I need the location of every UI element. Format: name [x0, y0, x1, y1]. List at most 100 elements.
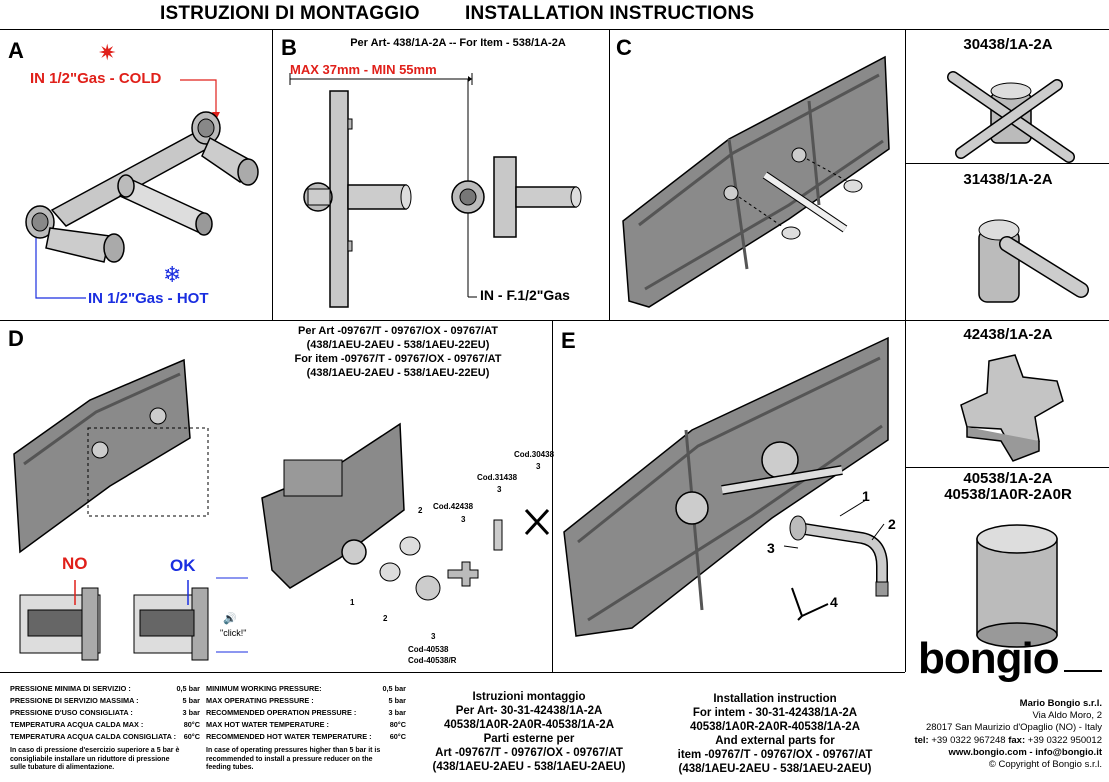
- footer-en-line: For intem - 30-31-42438/1A-2A: [692, 707, 858, 719]
- spec-en-label: RECOMMENDED OPERATION PRESSURE :: [206, 708, 357, 717]
- spec-it-value: 3 bar: [182, 708, 200, 717]
- knob-handle-drawing: [976, 524, 1058, 648]
- footer-it-line: 40538/1A0R-2A0R-40538/1A-2A: [443, 719, 615, 731]
- speaker-icon: 🔊: [223, 613, 237, 625]
- cod-42438-label: Cod.42438: [433, 502, 474, 511]
- spec-it-row: PRESSIONE DI SERVIZIO MASSIMA : 5 bar: [10, 695, 200, 707]
- lever-handle-drawing: [978, 219, 1089, 303]
- company-city: 28017 San Maurizio d'Opaglio (NO) - Ital…: [925, 722, 1102, 734]
- spec-it-value: 60°C: [183, 732, 200, 741]
- grid-line-v4: [905, 29, 906, 672]
- spec-it-label: TEMPERATURA ACQUA CALDA CONSIGLIATA :: [10, 732, 177, 741]
- product-label-42438: 42438/1A-2A: [963, 326, 1053, 343]
- cod-42438-number: 3: [461, 515, 466, 524]
- footer-it-line: Parti esterne per: [483, 733, 575, 745]
- cold-inlet-label: IN 1/2"Gas - COLD: [30, 70, 162, 87]
- spec-en-value: 60°C: [389, 732, 406, 741]
- cross-handle-drawing: [947, 71, 1075, 163]
- cold-icon: ✷: [98, 40, 117, 65]
- panel-d-caption-line-3: For item -09767/T - 09767/OX - 09767/AT: [294, 353, 502, 365]
- cod-40538-number: 3: [431, 632, 436, 641]
- footer-english: Installation instruction For intem - 30-…: [660, 692, 890, 776]
- footer-en-line: item -09767/T - 09767/OX - 09767/AT: [677, 749, 873, 761]
- company-web[interactable]: www.bongio.com - info@bongio.it: [948, 746, 1103, 758]
- cod-40538-label: Cod-40538: [408, 645, 449, 654]
- product-divider-3: [905, 467, 1109, 468]
- panel-a-letter: A: [8, 38, 24, 63]
- grid-line-v2: [609, 29, 610, 320]
- footer-it-line: Art -09767/T - 09767/OX - 09767/AT: [435, 747, 623, 759]
- spec-it-label: PRESSIONE MINIMA DI SERVIZIO :: [10, 684, 131, 693]
- cod-40538r-label: Cod-40538/R: [408, 656, 457, 665]
- wall-mount-drawing-c: [622, 55, 890, 308]
- spec-en-row: RECOMMENDED OPERATION PRESSURE : 3 bar: [206, 707, 406, 719]
- copyright: © Copyright of Bongio s.r.l.: [988, 759, 1102, 771]
- spec-it-label: PRESSIONE D'USO CONSIGLIATA :: [10, 708, 133, 717]
- spec-en-value: 80°C: [389, 720, 406, 729]
- spec-en-value: 3 bar: [388, 708, 406, 717]
- note-italian: In caso di pressione d'esercizio superio…: [10, 747, 180, 771]
- panel-b-subtitle: Per Art- 438/1A-2A -- For Item - 538/1A-…: [350, 37, 566, 49]
- spec-en-value: 5 bar: [388, 696, 406, 705]
- hot-inlet-label: IN 1/2"Gas - HOT: [88, 290, 209, 307]
- panel-d-drawing: [13, 358, 550, 661]
- panel-d-caption: Per Art -09767/T - 09767/OX - 09767/AT (…: [278, 324, 518, 380]
- specs-italian: PRESSIONE MINIMA DI SERVIZIO : 0,5 bar PR…: [10, 683, 200, 773]
- hot-icon: ❄: [163, 262, 182, 287]
- grid-line-middle: [0, 320, 905, 321]
- panel-e-letter: E: [561, 328, 576, 353]
- inlet-thread-label: IN - F.1/2"Gas: [480, 287, 570, 303]
- spec-en-label: MAX OPERATING PRESSURE :: [206, 696, 314, 705]
- company-info: Mario Bongio s.r.l. Via Aldo Moro, 2 280…: [880, 698, 1102, 771]
- spec-it-value: 5 bar: [182, 696, 200, 705]
- spec-en-label: RECOMMENDED HOT WATER TEMPERATURE :: [206, 732, 372, 741]
- spec-it-value: 0,5 bar: [176, 684, 200, 693]
- e-part-1: 1: [862, 488, 870, 504]
- footer-en-line: 40538/1A0R-2A0R-40538/1A-2A: [689, 721, 861, 733]
- part-2-number-a: 2: [418, 506, 423, 515]
- part-1-number: 1: [350, 598, 355, 607]
- spec-it-value: 80°C: [183, 720, 200, 729]
- grid-line-v1: [272, 29, 273, 320]
- footer-it-line: (438/1AEU-2AEU - 538/1AEU-2AEU): [432, 761, 626, 773]
- footer-en-line: Installation instruction: [713, 693, 837, 705]
- e-part-3: 3: [767, 540, 775, 556]
- panel-e-drawing: [563, 336, 889, 637]
- spec-en-row: MAX OPERATING PRESSURE : 5 bar: [206, 695, 406, 707]
- footer-italian: Istruzioni montaggio Per Art- 30-31-4243…: [418, 690, 640, 774]
- panel-c-letter: C: [616, 35, 632, 60]
- no-label: NO: [62, 554, 88, 573]
- company-name: Mario Bongio s.r.l.: [1019, 698, 1102, 709]
- product-label-30438: 30438/1A-2A: [963, 36, 1053, 53]
- panel-d-caption-line-2: (438/1AEU-2AEU - 538/1AEU-22EU): [306, 339, 490, 351]
- tel-number: +39 0322 967248: [931, 734, 1006, 746]
- title-english: INSTALLATION INSTRUCTIONS: [465, 3, 755, 24]
- spec-en-row: MAX HOT WATER TEMPERATURE :80°C: [206, 719, 406, 731]
- footer-it-line: Istruzioni montaggio: [472, 691, 586, 703]
- panel-b-letter: B: [281, 35, 297, 60]
- logo-underline: [1064, 670, 1102, 672]
- spec-en-row: RECOMMENDED HOT WATER TEMPERATURE : 60°C: [206, 731, 406, 743]
- product-column: 30438/1A-2A 31438/1A-2A 42438/1A-2A 4053…: [905, 29, 1109, 782]
- valve-body-drawing: [25, 79, 259, 299]
- company-street: Via Aldo Moro, 2: [1032, 710, 1102, 722]
- footer-en-line: And external parts for: [715, 735, 835, 747]
- spec-it-row: TEMPERATURA ACQUA CALDA MAX : 80°C: [10, 719, 200, 731]
- product-label-31438: 31438/1A-2A: [963, 171, 1053, 188]
- cod-30438-label: Cod.30438: [514, 450, 555, 459]
- spec-it-label: TEMPERATURA ACQUA CALDA MAX :: [10, 720, 144, 729]
- star-handle-drawing: [960, 354, 1064, 462]
- note-english: In case of operating pressures higher th…: [206, 747, 381, 771]
- panel-d-caption-line-4: (438/1AEU-2AEU - 538/1AEU-22EU): [306, 367, 490, 379]
- e-part-4: 4: [830, 594, 838, 610]
- panel-d-caption-line-1: Per Art -09767/T - 09767/OX - 09767/AT: [298, 325, 498, 337]
- cod-30438-number: 3: [536, 462, 541, 471]
- spec-it-label: PRESSIONE DI SERVIZIO MASSIMA :: [10, 696, 139, 705]
- cod-31438-number: 3: [497, 485, 502, 494]
- grid-line-bottom: [0, 672, 905, 673]
- spec-it-row: TEMPERATURA ACQUA CALDA CONSIGLIATA : 60°…: [10, 731, 200, 743]
- click-label: "click!": [220, 628, 247, 638]
- title-italian: ISTRUZIONI DI MONTAGGIO: [160, 3, 420, 24]
- company-phone: tel: +39 0322 967248 fax: +39 0322 95001…: [880, 735, 1102, 747]
- spec-en-value: 0,5 bar: [382, 684, 406, 693]
